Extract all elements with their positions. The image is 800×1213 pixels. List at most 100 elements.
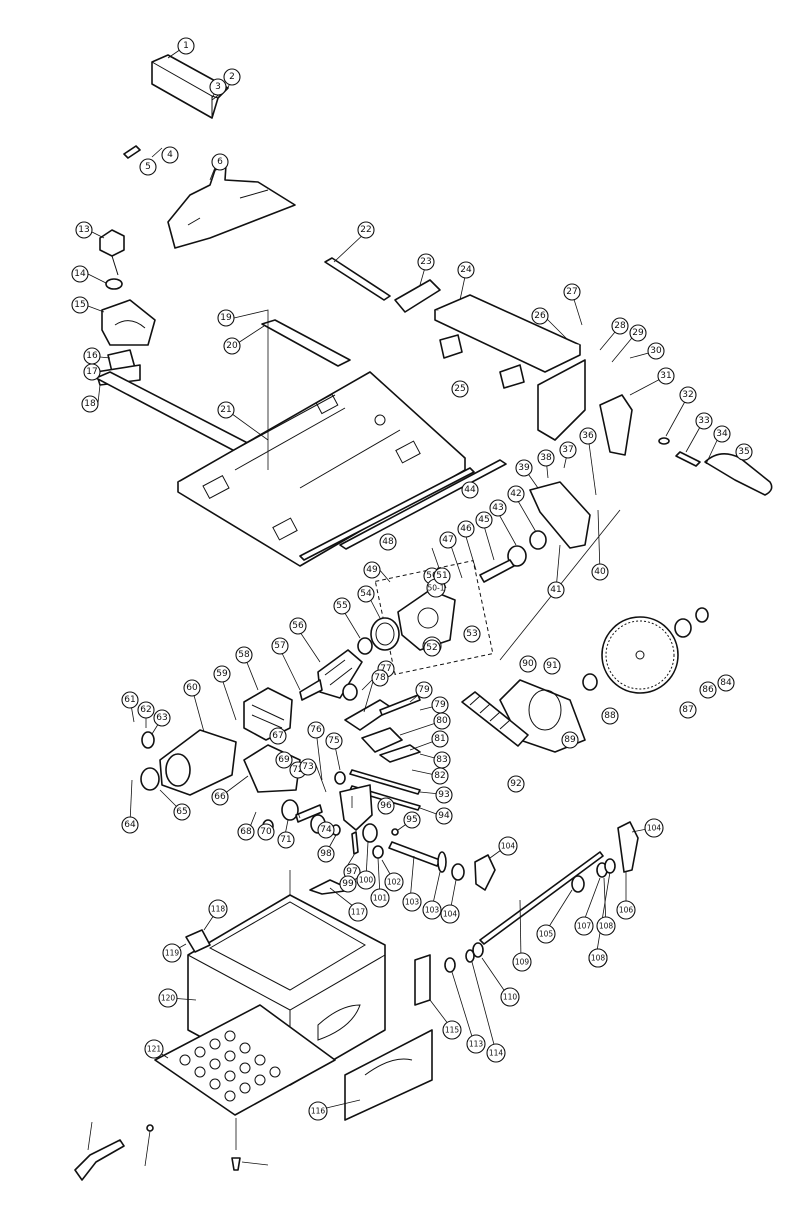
callout-label: 116 <box>311 1107 326 1116</box>
part-bracket-75 <box>344 699 393 731</box>
callout-label: 35 <box>738 447 749 457</box>
callout-47: 47 <box>439 531 457 549</box>
callout-38: 38 <box>537 449 555 467</box>
callout-43: 43 <box>489 499 507 517</box>
part-arbor-bracket <box>529 481 591 549</box>
part-drawer-113 <box>344 1029 433 1121</box>
callout-label: 61 <box>124 695 135 705</box>
callout-label: 15 <box>74 300 85 310</box>
callout-label: 99 <box>342 879 354 889</box>
callout-19: 19 <box>217 309 235 327</box>
part-bearing-72 <box>334 771 346 785</box>
callout-circle <box>183 679 201 697</box>
callout-label: 19 <box>220 313 232 323</box>
callout-61: 61 <box>121 691 139 709</box>
callout-label: 108 <box>599 922 614 931</box>
callout-120: 120 <box>158 988 178 1008</box>
callout-104: 104 <box>440 904 460 924</box>
callout-54: 54 <box>357 585 375 603</box>
callout-99: 99 <box>339 875 357 893</box>
callout-circle <box>531 307 549 325</box>
callout-15: 15 <box>71 296 89 314</box>
callout-100: 100 <box>356 870 376 890</box>
callout-circle <box>257 823 275 841</box>
part-rod-90 <box>349 769 421 795</box>
callout-57: 57 <box>271 637 289 655</box>
callout-label: 91 <box>546 661 557 671</box>
callout-circle <box>431 730 449 748</box>
part-bearing-69 <box>281 799 299 821</box>
callout-circle <box>333 597 351 615</box>
callout-106: 106 <box>616 900 636 920</box>
callout-circle <box>507 485 525 503</box>
callout-circle <box>235 646 253 664</box>
callout-label: 120 <box>161 994 176 1003</box>
callout-circle <box>415 681 433 699</box>
callout-circle <box>611 317 629 335</box>
callout-label: 66 <box>214 792 226 802</box>
callout-label: 74 <box>320 825 332 835</box>
callout-label: 51 <box>436 571 447 581</box>
part-gear-block <box>339 784 373 831</box>
part-insert-bar <box>261 319 351 367</box>
callout-circle <box>423 639 441 657</box>
callout-5: 5 <box>139 158 157 176</box>
callout-80: 80 <box>433 712 451 730</box>
callout-label: 49 <box>366 565 378 575</box>
callout-label: 75 <box>328 736 339 746</box>
callout-circle <box>370 888 390 908</box>
part-pin-33 <box>675 451 701 467</box>
callout-58: 58 <box>235 646 253 664</box>
part-base-plate <box>154 1004 336 1116</box>
callout-label: 108 <box>591 954 606 963</box>
callout-circle <box>289 617 307 635</box>
callout-108: 108 <box>596 916 616 936</box>
callout-3: 3 <box>209 78 227 96</box>
callout-45: 45 <box>475 511 493 529</box>
callout-label: 71 <box>280 835 291 845</box>
callout-circle <box>271 637 289 655</box>
callout-79: 79 <box>415 681 433 699</box>
callout-117: 117 <box>348 902 368 922</box>
callout-label: 58 <box>238 650 250 660</box>
callout-label: 101 <box>373 894 388 903</box>
callout-label: 121 <box>147 1045 162 1054</box>
callout-label: 106 <box>619 906 634 915</box>
callout-circle <box>223 337 241 355</box>
callout-41: 41 <box>547 581 565 599</box>
callout-circle <box>223 68 241 86</box>
callout-74: 74 <box>317 821 335 839</box>
callout-circle <box>217 401 235 419</box>
callout-circle <box>277 831 295 849</box>
callout-circle <box>512 952 532 972</box>
part-splitter-plate <box>167 164 296 249</box>
callout-110: 110 <box>500 987 520 1007</box>
callout-89: 89 <box>561 731 579 749</box>
callout-label: 13 <box>78 225 89 235</box>
callout-13: 13 <box>75 221 93 239</box>
callout-label: 68 <box>240 827 252 837</box>
callout-circle <box>299 758 317 776</box>
callout-circle <box>161 146 179 164</box>
callout-label: 23 <box>420 257 431 267</box>
callout-label: 34 <box>716 429 728 439</box>
callout-label: 87 <box>682 705 693 715</box>
callout-label: 114 <box>489 1049 504 1058</box>
part-nut-108a <box>444 957 456 973</box>
callout-label: 102 <box>387 878 402 887</box>
callout-76: 76 <box>307 721 325 739</box>
callout-circle <box>269 727 287 745</box>
part-washer-99 <box>372 845 384 859</box>
callout-label: 72 <box>292 765 303 775</box>
part-seal-ring <box>370 617 400 651</box>
callout-label: 63 <box>156 713 167 723</box>
callout-label: 73 <box>302 762 313 772</box>
callout-label: 60 <box>186 683 198 693</box>
callout-label: 28 <box>614 321 626 331</box>
callout-circle <box>717 674 735 692</box>
callout-label: 62 <box>140 705 151 715</box>
part-plate-78 <box>361 727 403 753</box>
callout-label: 31 <box>660 371 671 381</box>
